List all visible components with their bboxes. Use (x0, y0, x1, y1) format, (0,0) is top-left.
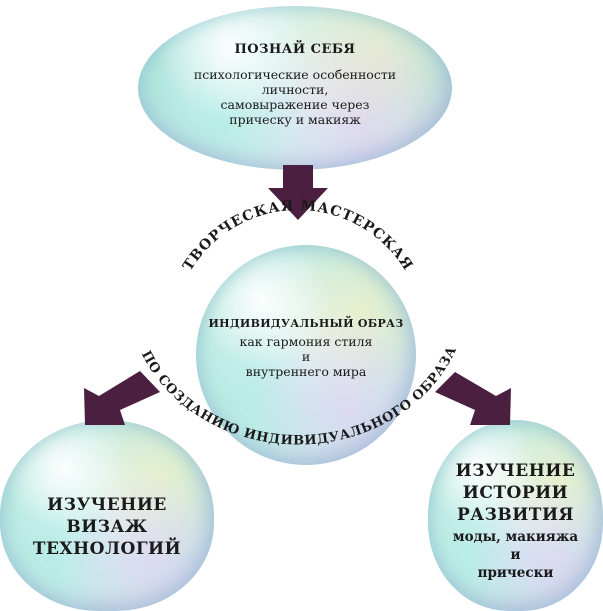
right-arrow (435, 372, 511, 425)
top-line-2: личности, (261, 82, 329, 97)
left-line-2: ВИЗАЖ (66, 517, 148, 537)
center-line-2: и (301, 349, 311, 364)
top-line-1: психологические особенности (193, 67, 397, 82)
top-line-3: самовыражение через (220, 97, 370, 112)
top-title: ПОЗНАЙ СЕБЯ (234, 42, 356, 57)
right-bubble: ИЗУЧЕНИЕ ИСТОРИИ РАЗВИТИЯ моды, макияжа … (428, 420, 603, 611)
right-line-2: ИСТОРИИ (462, 483, 569, 503)
left-line-1: ИЗУЧЕНИЕ (47, 495, 167, 515)
down-arrow (268, 165, 328, 220)
left-arrow (84, 371, 160, 425)
left-line-3: ТЕХНОЛОГИЙ (32, 539, 182, 559)
right-line-4: моды, макияжа (452, 529, 579, 545)
right-arrow-shape (435, 372, 511, 425)
center-line-3: внутреннего мира (245, 364, 367, 379)
right-line-6: прически (477, 565, 554, 581)
down-arrow-shape (268, 165, 328, 220)
center-line-1: как гармония стиля (239, 334, 373, 349)
arc-top-text: ТВОРЧЕСКАЯ МАСТЕРСКАЯ (180, 198, 416, 274)
center-title: ИНДИВИДУАЛЬНЫЙ ОБРАЗ (208, 317, 404, 330)
center-description: как гармония стиля и внутреннего мира (196, 334, 416, 379)
arc-bottom-text: ПО СОЗДАНИЮ ИНДИВИДУАЛЬНОГО ОБРАЗА (138, 344, 460, 449)
center-bubble: ИНДИВИДУАЛЬНЫЙ ОБРАЗ как гармония стиля … (196, 245, 416, 465)
top-line-4: прическу и макияж (229, 112, 361, 127)
left-arrow-shape (84, 371, 160, 425)
right-line-5: и (510, 547, 521, 563)
top-description: психологические особенности личности, са… (138, 67, 452, 127)
right-line-1: ИЗУЧЕНИЕ (455, 461, 576, 481)
top-ellipse: ПОЗНАЙ СЕБЯ психологические особенности … (138, 6, 452, 170)
left-bubble: ИЗУЧЕНИЕ ВИЗАЖ ТЕХНОЛОГИЙ (0, 420, 214, 611)
right-line-3: РАЗВИТИЯ (456, 505, 575, 525)
